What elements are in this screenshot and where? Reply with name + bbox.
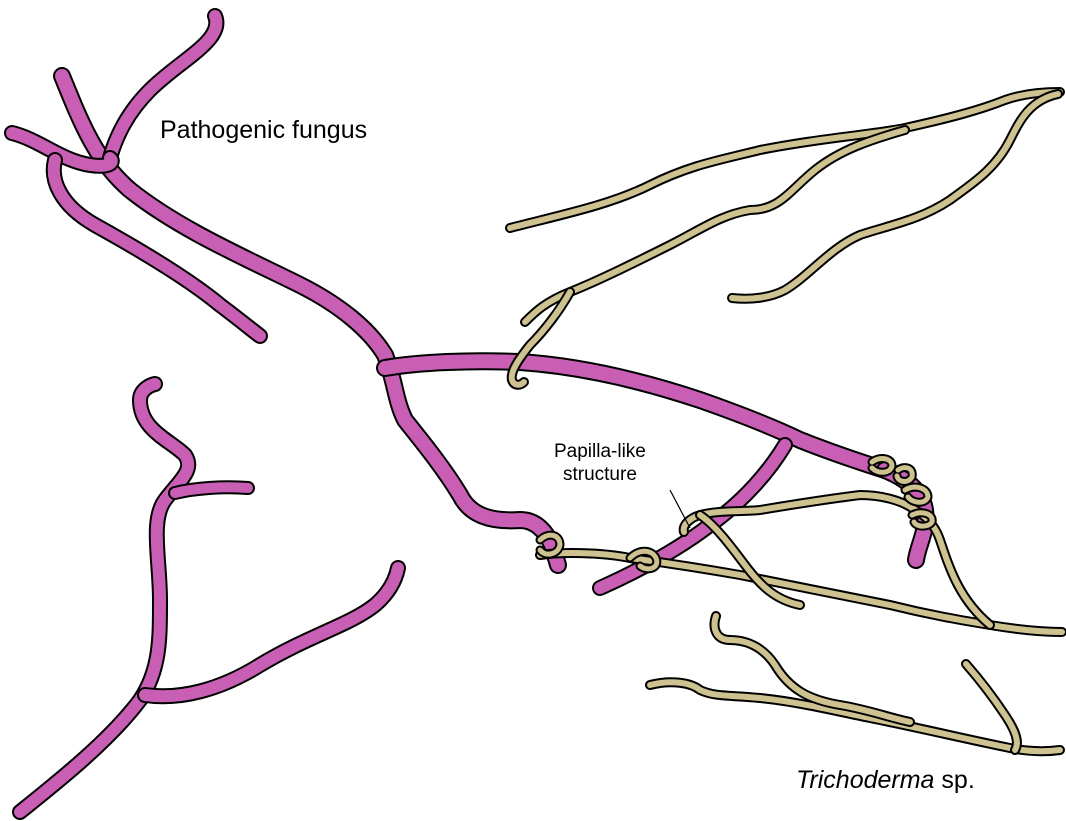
trichoderma-hyphae [510, 92, 1062, 751]
pathogen-lower-left-hypha [20, 384, 188, 812]
pathogen-short-branch [175, 487, 248, 493]
label-papilla-line1: Papilla-like [554, 440, 646, 463]
label-papilla-like-structure: Papilla-like structure [554, 440, 646, 486]
label-pathogenic-fungus-text: Pathogenic fungus [160, 116, 367, 144]
label-pathogenic-fungus: Pathogenic fungus [160, 116, 367, 145]
pathogen-main-trunk [62, 76, 558, 565]
pathogenic-fungus-hyphae [12, 16, 926, 812]
tricho-strand-cross [700, 515, 800, 605]
label-papilla-line2: structure [554, 463, 646, 486]
label-trichoderma: Trichoderma sp. [796, 766, 975, 795]
label-trichoderma-genus: Trichoderma [796, 766, 934, 794]
label-trichoderma-suffix: sp. [934, 766, 974, 794]
tricho-strand-top [510, 92, 1060, 228]
pathogen-bottom-branch [145, 568, 398, 696]
papilla-pointer-line [670, 490, 690, 528]
